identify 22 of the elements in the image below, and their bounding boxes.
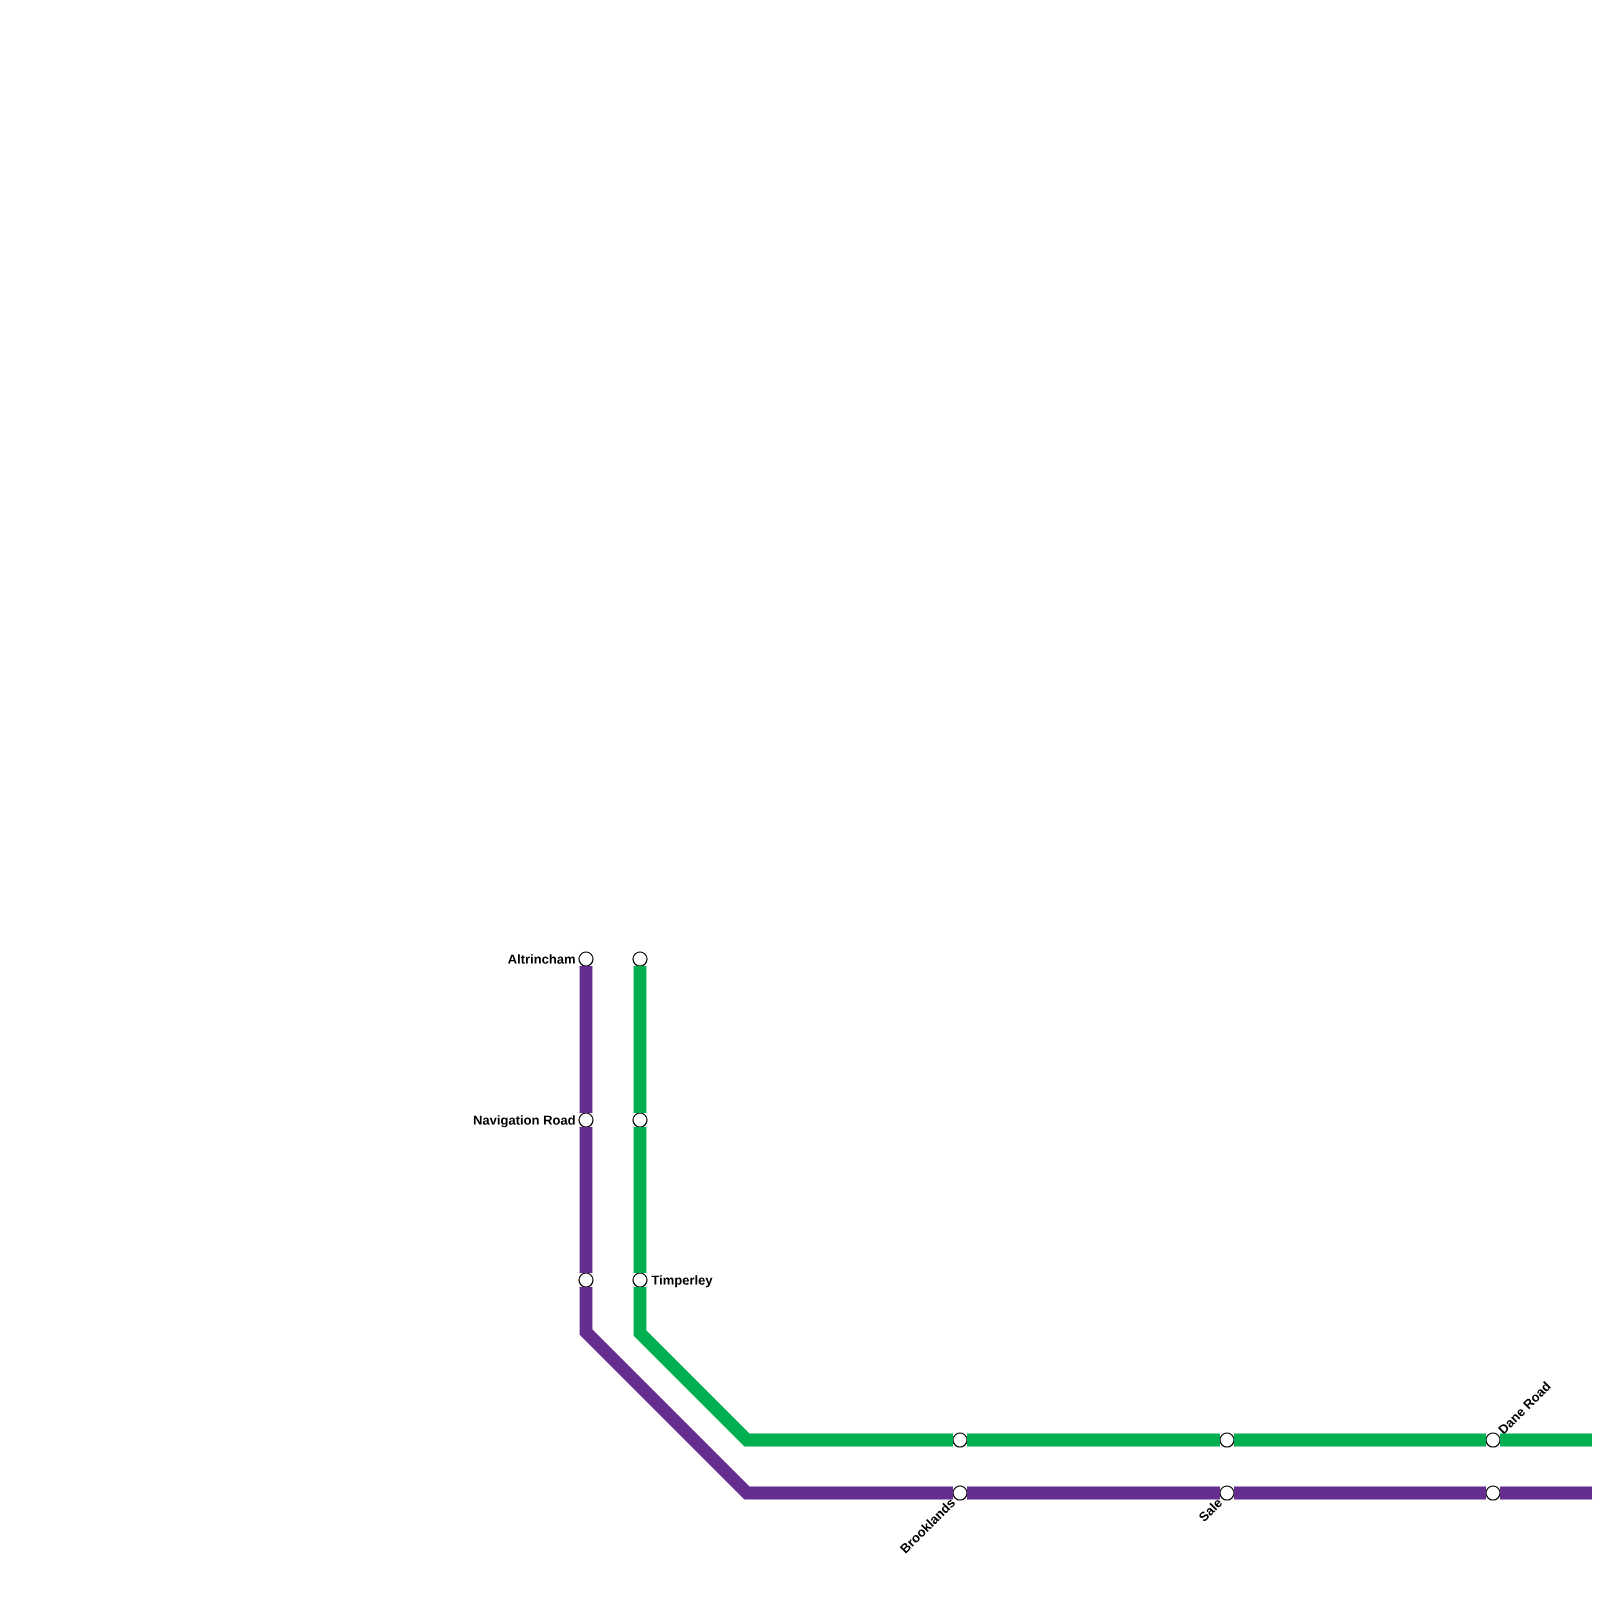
station-name: Altrincham (508, 954, 575, 964)
rail-line (579, 1127, 593, 1273)
rail-line (1500, 1433, 1592, 1447)
station-name: Navigation Road (473, 1115, 575, 1128)
station-name: Sale (1199, 1500, 1222, 1522)
rail-line (579, 1287, 953, 1500)
rail-line (1234, 1486, 1486, 1500)
rail-line (579, 966, 593, 1113)
rail-line (1500, 1486, 1592, 1500)
rail-line (633, 1127, 647, 1273)
station-name: Timperley (651, 1275, 713, 1288)
station-circle (1485, 1485, 1501, 1501)
rail-line (967, 1433, 1220, 1447)
rail-line (633, 966, 647, 1113)
station-circle (578, 1272, 594, 1288)
station-circle (632, 951, 648, 967)
station-circle (632, 1112, 648, 1128)
rail-line (967, 1486, 1220, 1500)
station-circle (1219, 1432, 1235, 1448)
station-circle (952, 1432, 968, 1448)
rail-line (633, 1287, 953, 1447)
rail-line (1234, 1433, 1486, 1447)
